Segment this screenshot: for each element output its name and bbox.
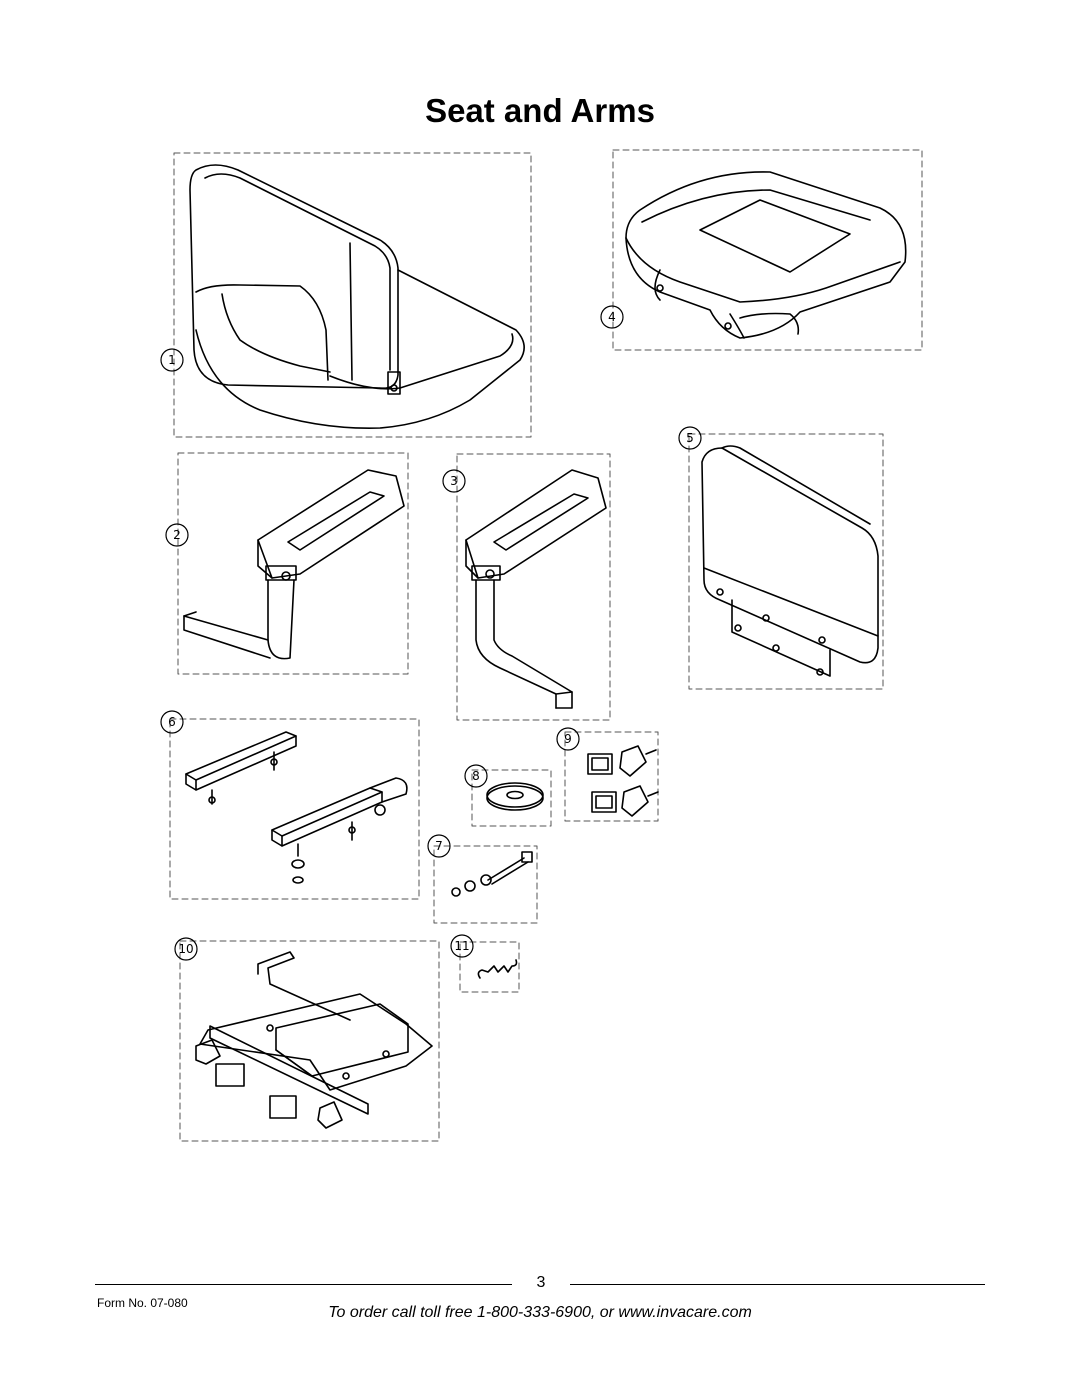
bolt-hardware-kit-icon (451, 851, 533, 897)
mounting-brackets-icon (185, 731, 408, 884)
seat-back-upholstery-icon (189, 164, 525, 429)
callout-label: 5 (686, 431, 694, 445)
callout-label: 6 (168, 715, 176, 729)
callout-5 (678, 426, 702, 450)
callout-label: 4 (608, 310, 616, 324)
callout-3 (442, 469, 466, 493)
swivel-washer-icon (486, 782, 544, 811)
callout-8 (464, 764, 488, 788)
callouts (160, 305, 702, 961)
part-boxes (169, 149, 923, 1142)
page-number: 3 (536, 1274, 546, 1291)
callout-label: 8 (472, 769, 480, 783)
order-info: To order call toll free 1-800-333-6900, … (328, 1304, 752, 1321)
seat-cushion-icon (625, 171, 907, 339)
callout-label: 9 (564, 732, 572, 746)
callout-2 (165, 523, 189, 547)
callout-7 (427, 834, 451, 858)
callout-label: 2 (173, 528, 181, 542)
form-number: Form No. 07-080 (97, 1296, 188, 1310)
knob-and-cap-set-icon (587, 745, 659, 817)
callout-labels: 1 2 3 4 5 6 7 8 9 10 11 (168, 310, 694, 956)
callout-6 (160, 710, 184, 734)
callout-4 (600, 305, 624, 329)
callout-label: 11 (454, 939, 469, 953)
callout-9 (556, 727, 580, 751)
callout-1 (160, 348, 184, 372)
armrest-right-icon (465, 469, 607, 709)
seat-slide-base-assembly-icon (195, 951, 433, 1129)
callout-label: 7 (435, 839, 443, 853)
callout-label: 3 (450, 474, 458, 488)
armrest-left-icon (183, 469, 405, 660)
footer-rule-right (570, 1284, 985, 1285)
extension-spring-icon (477, 959, 518, 979)
callout-11 (450, 934, 474, 958)
callout-10 (174, 937, 198, 961)
callout-label: 10 (178, 942, 193, 956)
page-title: Seat and Arms (425, 92, 655, 129)
callout-label: 1 (168, 353, 176, 367)
seat-back-panel-icon (701, 445, 879, 677)
footer-rule-left (95, 1284, 512, 1285)
